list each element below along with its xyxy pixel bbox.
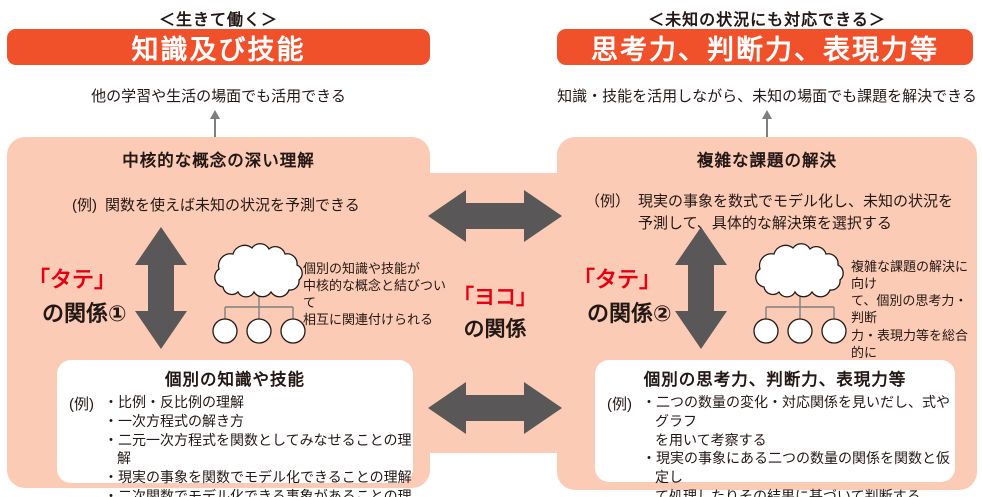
double-arrow-vertical-icon [675,227,727,349]
double-arrow-horizontal-icon [428,382,562,434]
right-example-label: （例） [585,193,631,210]
double-arrow-vertical-icon [135,227,187,349]
left-inner-bullets: ・比例・反比例の理解 ・一次方程式の解き方 ・二元一次方程式を関数としてみなせる… [104,393,413,497]
left-inner-example-label: (例) [69,396,94,413]
left-tagline: ＜生きて働く＞ [158,12,278,29]
right-inner-title: 個別の思考力、判断力、表現力等 [643,371,907,389]
tate-relation-1: 「タテ」 の関係① [28,262,127,328]
right-inner-box: 個別の思考力、判断力、表現力等 (例) ・二つの数量の変化・対応関係を見いだし、… [595,360,955,497]
list-item: ・二つの数量の変化・対応関係を見いだし、式やグラフ を用いて考察する [642,394,950,448]
right-banner: 思考力、判断力、表現力等 [557,29,973,65]
left-example-text: 関数を使えば未知の状況を予測できる [105,197,360,214]
left-panel-title: 中核的な概念の深い理解 [122,152,315,170]
left-inner-box: 個別の知識や技能 (例) ・比例・反比例の理解 ・一次方程式の解き方 ・二元一次… [57,360,413,497]
list-item: ・二次関数でモデル化できる事象があることの理解 [104,487,412,497]
list-item: ・二元一次方程式を関数としてみなせることの理解 [104,431,412,467]
list-item: ・現実の事象を関数でモデル化できることの理解 [104,469,412,485]
right-tagline: ＜未知の状況にも対応できる＞ [648,12,886,29]
tate-label-rest: の関係② [587,301,672,326]
yoko-label-red: 「ヨコ」 [453,286,537,309]
left-inner-title: 個別の知識や技能 [165,371,305,389]
double-arrow-horizontal-icon [428,190,562,242]
right-inner-example-label: (例) [607,396,632,413]
right-cloud-note: 複雑な課題の解決に向け て、個別の思考力・判断 力・表現力等を総合的に 働かせる [851,259,969,377]
list-item: ・比例・反比例の理解 [104,394,244,410]
tate-relation-2: 「タテ」 の関係② [573,262,672,328]
left-example-label: (例) [72,197,97,214]
up-arrow-icon [762,110,772,137]
list-item: ・一次方程式の解き方 [104,412,244,429]
list-item: ・現実の事象にある二つの数量の関係を関数と仮定し て処理したりその結果に基づいて… [642,450,950,497]
up-arrow-icon [210,110,220,137]
right-example: （例） 現実の事象を数式でモデル化し、未知の状況を 予測して、具体的な解決策を選… [585,191,953,235]
right-panel-title: 複雑な課題の解決 [697,152,837,170]
right-banner-title: 思考力、判断力、表現力等 [591,34,939,65]
left-banner: 知識及び技能 [7,29,430,65]
tate-label-red: 「タテ」 [28,267,117,292]
right-caption: 知識・技能を活用しながら、未知の場面でも課題を解決できる [557,88,977,105]
tate-label-red: 「タテ」 [573,267,662,292]
left-inner-content: (例) ・比例・反比例の理解 ・一次方程式の解き方 ・二元一次方程式を関数として… [57,393,413,497]
tate-label-rest: の関係① [42,301,127,326]
cloud-tree-icon [212,243,306,344]
right-inner-content: (例) ・二つの数量の変化・対応関係を見いだし、式やグラフ を用いて考察する ・… [595,393,955,497]
left-caption: 他の学習や生活の場面でも活用できる [91,88,346,105]
right-inner-bullets: ・二つの数量の変化・対応関係を見いだし、式やグラフ を用いて考察する ・現実の事… [642,393,955,497]
yoko-relation: 「ヨコ」 の関係 [428,281,562,343]
right-example-text: 現実の事象を数式でモデル化し、未知の状況を 予測して、具体的な解決策を選択する [638,193,954,232]
left-banner-title: 知識及び技能 [131,34,306,65]
cloud-tree-icon [753,243,847,344]
left-example: (例) 関数を使えば未知の状況を予測できる [72,194,360,215]
yoko-label-rest: の関係 [463,318,527,341]
left-cloud-note: 個別の知識や技能が 中核的な概念と結びついて 相互に関連付けられる [303,261,447,328]
